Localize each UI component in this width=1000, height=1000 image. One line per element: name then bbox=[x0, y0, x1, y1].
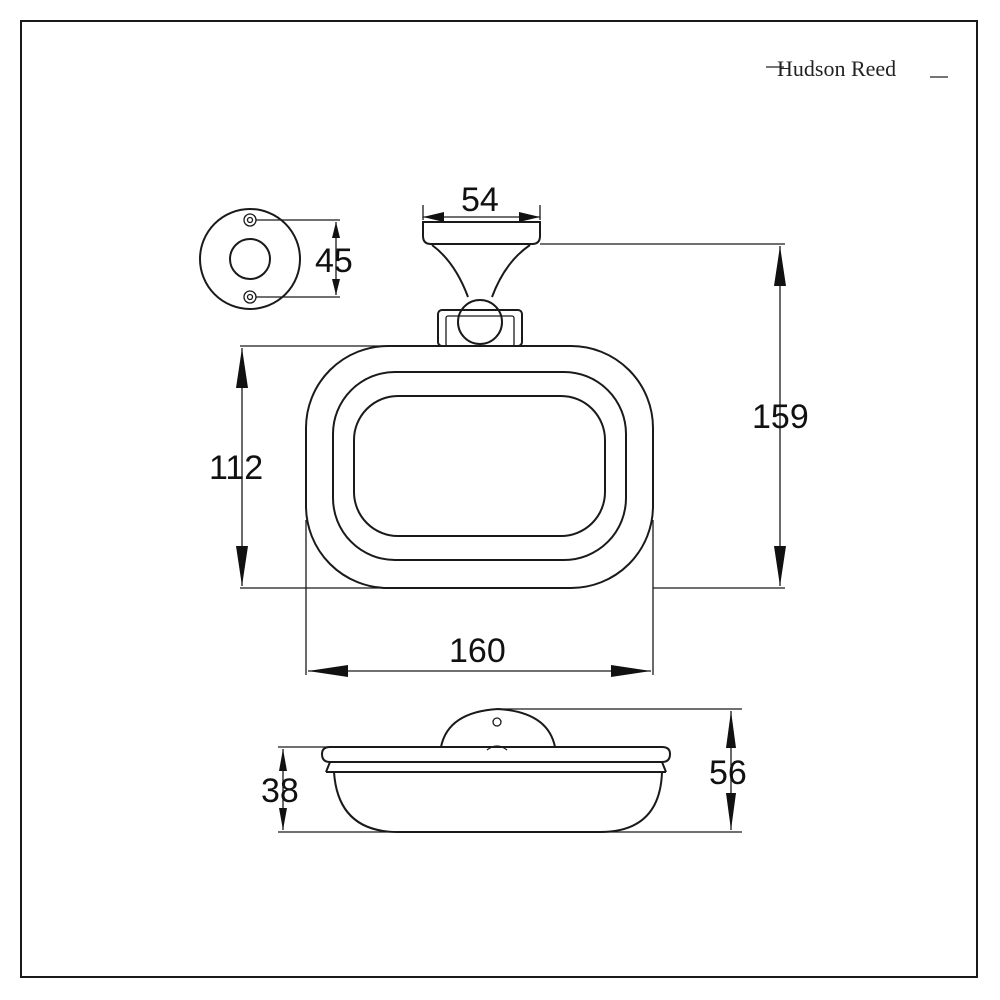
backplate-view: 45 bbox=[199, 208, 353, 310]
brand-name: Hudson Reed bbox=[777, 56, 896, 81]
brand-logo: Hudson Reed bbox=[766, 56, 948, 81]
dim-backplate-diameter: 45 bbox=[315, 242, 353, 280]
drawing-border bbox=[20, 20, 978, 978]
dim-dish-depth: 38 bbox=[261, 772, 299, 810]
dim-bracket-width: 54 bbox=[461, 181, 499, 219]
dim-dish-height: 112 bbox=[209, 449, 263, 487]
front-view: 54 159 112 160 bbox=[209, 181, 809, 677]
dim-dish-width: 160 bbox=[449, 632, 506, 670]
dim-overall-height: 159 bbox=[752, 398, 809, 436]
side-view: 38 56 bbox=[261, 707, 747, 833]
dim-overall-depth: 56 bbox=[709, 754, 747, 792]
